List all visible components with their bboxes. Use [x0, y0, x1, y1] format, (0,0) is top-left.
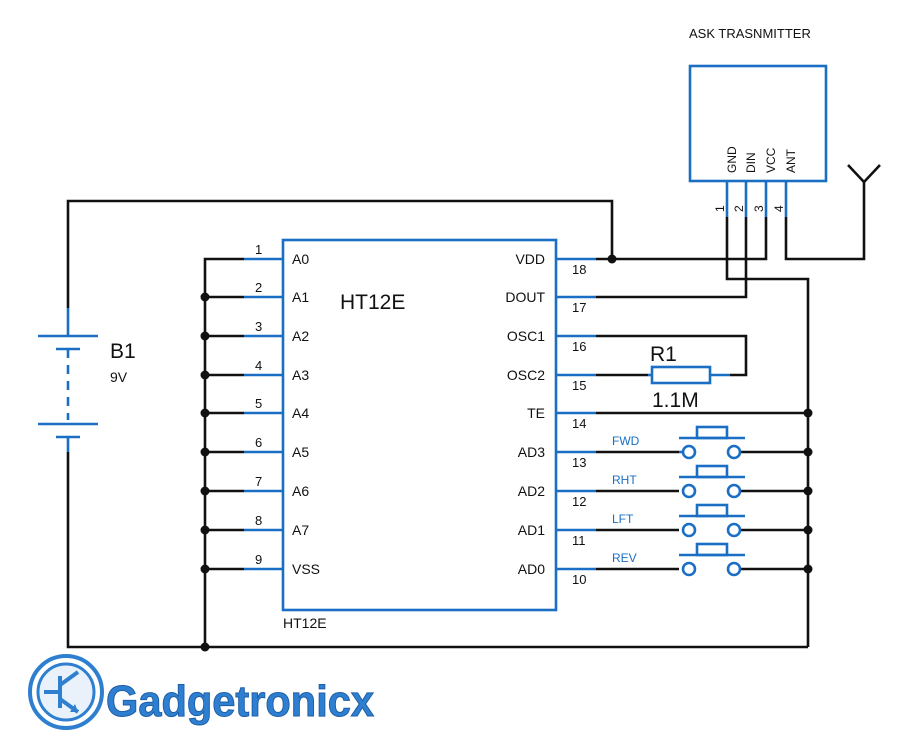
switch-label-fwd: FWD — [612, 434, 640, 448]
pin-label-ad3: AD3 — [518, 444, 545, 460]
pin-number-14: 14 — [572, 416, 586, 431]
pin-label-osc2: OSC2 — [507, 367, 545, 383]
pin-label-a2: A2 — [292, 328, 309, 344]
tx-pin-vcc: VCC — [764, 147, 778, 173]
battery-b1: B1 9V — [38, 308, 136, 452]
switch-label-rht: RHT — [612, 473, 637, 487]
transmitter-title: ASK TRASNMITTER — [689, 26, 811, 41]
tx-pin-number-3: 3 — [752, 205, 766, 212]
battery-value: 9V — [110, 369, 128, 385]
switch-label-lft: LFT — [612, 512, 634, 526]
left-pin-stubs — [244, 257, 283, 571]
resistor-value: 1.1M — [652, 389, 699, 412]
pin-number-10: 10 — [572, 572, 586, 587]
pin-number-1: 1 — [255, 242, 262, 257]
pin-label-a6: A6 — [292, 483, 309, 499]
transistor-logo-icon — [28, 654, 104, 730]
pin-number-13: 13 — [572, 455, 586, 470]
pin-label-vss: VSS — [292, 561, 320, 577]
tx-pin-din: DIN — [744, 152, 758, 173]
pin-label-a3: A3 — [292, 367, 309, 383]
chip-footer: HT12E — [283, 615, 327, 631]
pin-number-3: 3 — [255, 319, 262, 334]
pin-number-11: 11 — [572, 533, 586, 548]
pin-number-12: 12 — [572, 494, 586, 509]
junction-dots — [200, 254, 813, 652]
pin-label-ad1: AD1 — [518, 522, 545, 538]
pin-number-6: 6 — [255, 435, 262, 450]
pin-label-vdd: VDD — [515, 251, 545, 267]
tx-pin-number-4: 4 — [772, 205, 786, 212]
resistor-r1: R1 1.1M — [648, 343, 730, 412]
pin-label-a1: A1 — [292, 289, 309, 305]
pin-number-2: 2 — [255, 280, 262, 295]
pin-label-dout: DOUT — [505, 289, 545, 305]
tx-pin-number-1: 1 — [713, 205, 727, 212]
brand-name: Gadgetronicx — [106, 677, 374, 726]
pin-number-15: 15 — [572, 378, 586, 393]
switch-lft: LFT — [612, 503, 745, 538]
pin-number-16: 16 — [572, 339, 586, 354]
switch-rht: RHT — [612, 464, 745, 499]
pin-label-ad0: AD0 — [518, 561, 545, 577]
pin-number-8: 8 — [255, 513, 262, 528]
pin-label-ad2: AD2 — [518, 483, 545, 499]
wires — [66, 164, 881, 649]
tx-pin-ant: ANT — [784, 148, 798, 173]
resistor-name: R1 — [650, 343, 677, 366]
pin-number-17: 17 — [572, 300, 586, 315]
switch-fwd: FWD — [612, 425, 745, 460]
right-pin-stubs — [556, 257, 596, 571]
tx-pin-number-2: 2 — [732, 205, 746, 212]
chip-title: HT12E — [340, 291, 405, 314]
pin-label-a4: A4 — [292, 405, 309, 421]
switch-rev: REV — [612, 542, 745, 577]
pin-label-osc1: OSC1 — [507, 328, 545, 344]
pin-label-te: TE — [527, 405, 545, 421]
pin-number-18: 18 — [572, 262, 586, 277]
brand-logo: Gadgetronicx — [28, 654, 375, 730]
pin-number-4: 4 — [255, 358, 262, 373]
switch-label-rev: REV — [612, 551, 637, 565]
tx-pin-gnd: GND — [725, 146, 739, 173]
pin-label-a5: A5 — [292, 444, 309, 460]
pin-number-7: 7 — [255, 474, 262, 489]
battery-name: B1 — [110, 340, 136, 363]
pin-label-a7: A7 — [292, 522, 309, 538]
ht12e-chip: HT12E HT12E A0 A — [244, 238, 596, 631]
pin-number-9: 9 — [255, 552, 262, 567]
pin-number-5: 5 — [255, 396, 262, 411]
pin-label-a0: A0 — [292, 251, 309, 267]
ask-transmitter: ASK TRASNMITTER GND DIN VCC ANT 1 2 3 4 — [688, 26, 828, 217]
